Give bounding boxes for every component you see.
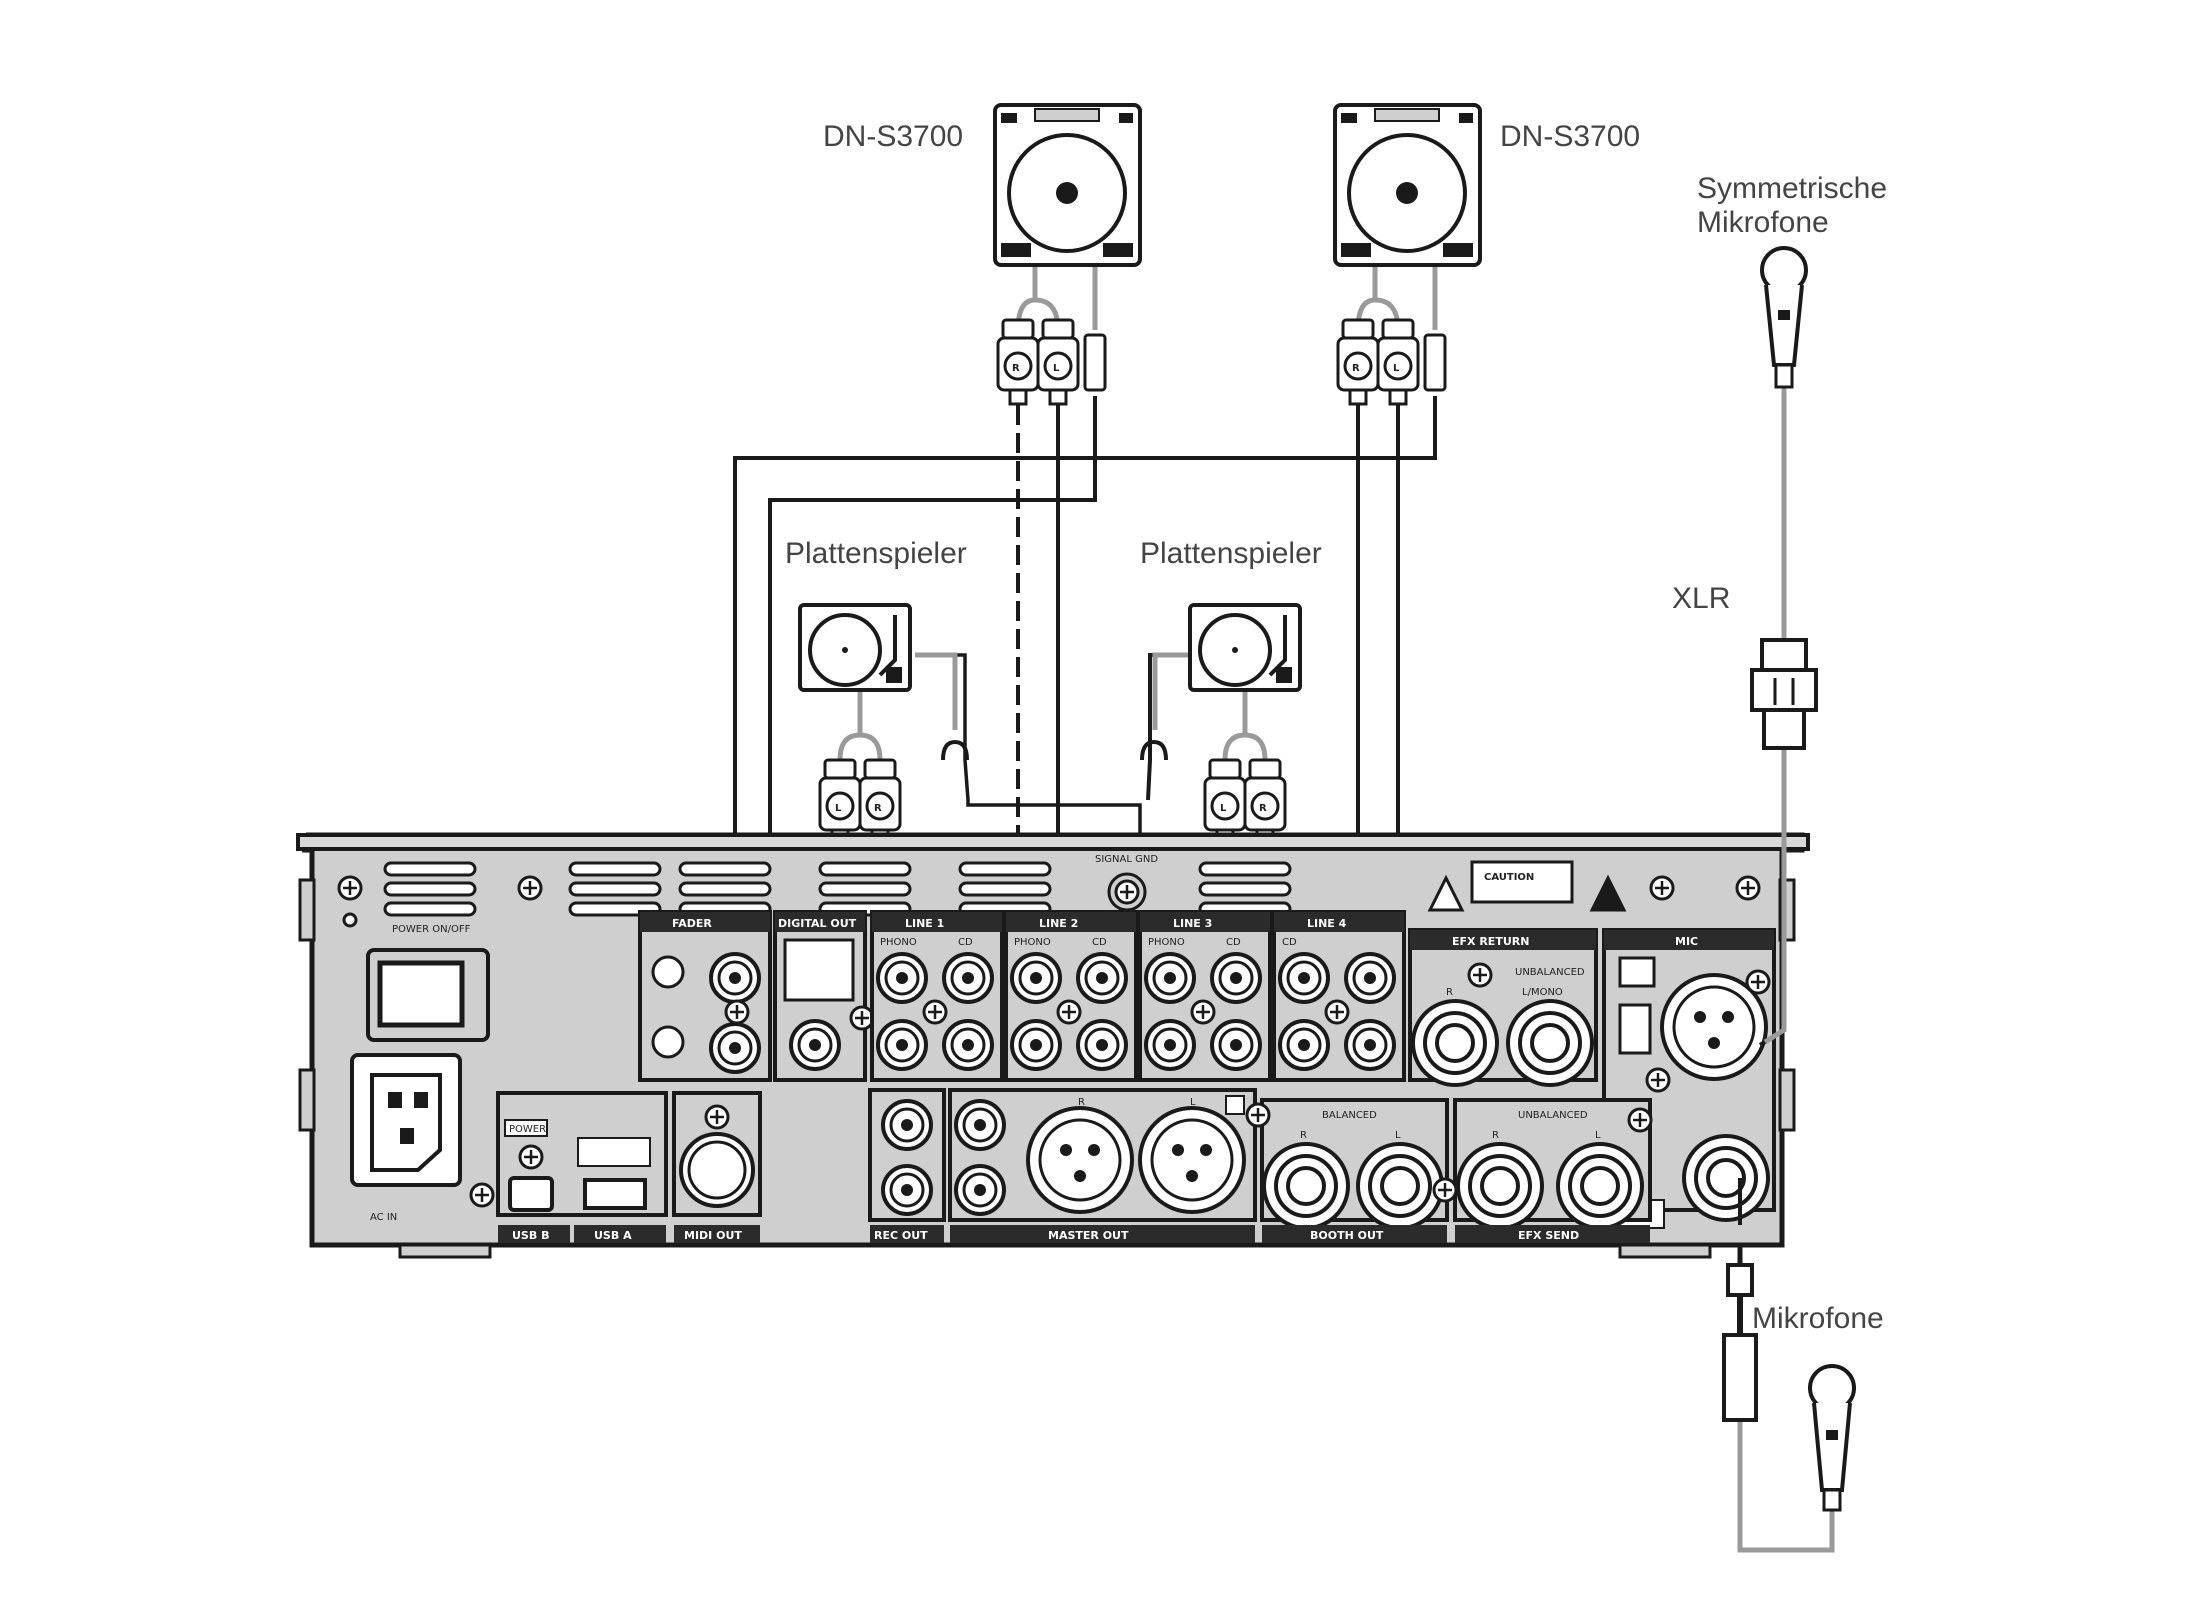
microphone xyxy=(1808,1364,1856,1512)
svg-text:L: L xyxy=(1595,1130,1601,1141)
output-block: R L BALANCED R L UNBALANCED R L xyxy=(868,1088,1653,1243)
svg-text:CD: CD xyxy=(1092,937,1107,948)
plug-l-left-turntable: L xyxy=(835,803,842,814)
svg-text:L: L xyxy=(1395,1130,1401,1141)
svg-text:UNBALANCED: UNBALANCED xyxy=(1515,967,1585,978)
svg-text:R: R xyxy=(1078,1097,1085,1108)
signal-gnd-label: SIGNAL GND xyxy=(1095,854,1158,865)
svg-text:L/MONO: L/MONO xyxy=(1522,987,1563,998)
svg-text:AC IN: AC IN xyxy=(370,1212,397,1223)
xlr-connector xyxy=(1750,638,1818,750)
svg-text:REC OUT: REC OUT xyxy=(874,1229,928,1242)
svg-text:L: L xyxy=(1190,1097,1196,1108)
svg-text:BOOTH OUT: BOOTH OUT xyxy=(1310,1229,1384,1242)
mic-label: Mikrofone xyxy=(1752,1302,1884,1335)
svg-text:POWER: POWER xyxy=(509,1124,546,1135)
svg-text:EFX SEND: EFX SEND xyxy=(1518,1229,1579,1242)
svg-text:CD: CD xyxy=(1282,937,1297,948)
plug-r-right-deck: R xyxy=(1352,363,1360,374)
svg-text:POWER ON/OFF: POWER ON/OFF xyxy=(392,924,471,935)
deck-right-label: DN-S3700 xyxy=(1500,120,1641,153)
plug-r-right-turntable: R xyxy=(1259,803,1267,814)
phone-plug xyxy=(1722,1220,1758,1422)
svg-text:LINE 1: LINE 1 xyxy=(905,917,944,930)
fader-digital-block: FADER DIGITAL OUT xyxy=(638,910,875,1082)
svg-text:PHONO: PHONO xyxy=(1148,937,1185,948)
efx-return-block: EFX RETURN R UNBALANCED L/MONO xyxy=(1408,928,1598,1087)
caution-label: CAUTION xyxy=(1427,860,1627,912)
svg-text:FADER: FADER xyxy=(672,917,712,930)
deck-right xyxy=(1333,103,1482,267)
turntable-left-label: Plattenspieler xyxy=(785,537,967,570)
line-inputs: LINE 1 LINE 2 LINE 3 LINE 4 PHONO CD PHO… xyxy=(870,910,1406,1082)
svg-text:BALANCED: BALANCED xyxy=(1322,1110,1377,1121)
usb-midi-block: POWER USB B USB A MIDI OUT xyxy=(496,1091,762,1243)
plug-r-left-turntable: R xyxy=(874,803,882,814)
svg-text:R: R xyxy=(1446,987,1453,998)
svg-text:R: R xyxy=(1300,1130,1307,1141)
deck-right-plugs: R L xyxy=(1336,318,1447,406)
mixer-rear-panel: SIGNAL GND CAUTION POWER ON/OFF xyxy=(296,832,1810,1259)
deck-left-plugs: R L xyxy=(996,318,1107,406)
svg-text:DIGITAL OUT: DIGITAL OUT xyxy=(778,917,857,930)
turntable-right-plugs: L R xyxy=(1140,739,1287,846)
svg-text:USB B: USB B xyxy=(512,1229,549,1242)
svg-text:R: R xyxy=(1492,1130,1499,1141)
svg-text:EFX RETURN: EFX RETURN xyxy=(1452,935,1529,948)
turntable-left-plugs: L R xyxy=(818,739,969,846)
turntable-right xyxy=(1188,603,1302,692)
plug-l-left-deck: L xyxy=(1053,363,1060,374)
svg-text:CD: CD xyxy=(958,937,973,948)
turntable-right-label: Plattenspieler xyxy=(1140,537,1322,570)
svg-text:LINE 4: LINE 4 xyxy=(1307,917,1347,930)
power-switch: POWER ON/OFF xyxy=(366,924,490,1042)
svg-text:CD: CD xyxy=(1226,937,1241,948)
plug-l-right-turntable: L xyxy=(1220,803,1227,814)
svg-text:USB A: USB A xyxy=(594,1229,632,1242)
svg-text:CAUTION: CAUTION xyxy=(1484,872,1534,883)
svg-text:UNBALANCED: UNBALANCED xyxy=(1518,1110,1588,1121)
plug-r-left-deck: R xyxy=(1012,363,1020,374)
deck-left-label: DN-S3700 xyxy=(823,120,964,153)
svg-text:MASTER OUT: MASTER OUT xyxy=(1048,1229,1129,1242)
xlr-label: XLR xyxy=(1672,582,1731,615)
svg-text:LINE 2: LINE 2 xyxy=(1039,917,1078,930)
svg-text:MIC: MIC xyxy=(1675,935,1698,948)
svg-text:PHONO: PHONO xyxy=(1014,937,1051,948)
svg-text:LINE 3: LINE 3 xyxy=(1173,917,1212,930)
svg-text:MIDI OUT: MIDI OUT xyxy=(684,1229,742,1242)
balanced-mic-label: Symmetrische Mikrofone xyxy=(1697,172,1888,239)
deck-left xyxy=(993,103,1142,267)
turntable-left xyxy=(798,603,912,692)
ac-inlet: AC IN xyxy=(350,1053,462,1223)
plug-l-right-deck: L xyxy=(1393,363,1400,374)
balanced-microphone xyxy=(1760,246,1808,389)
svg-text:PHONO: PHONO xyxy=(880,937,917,948)
